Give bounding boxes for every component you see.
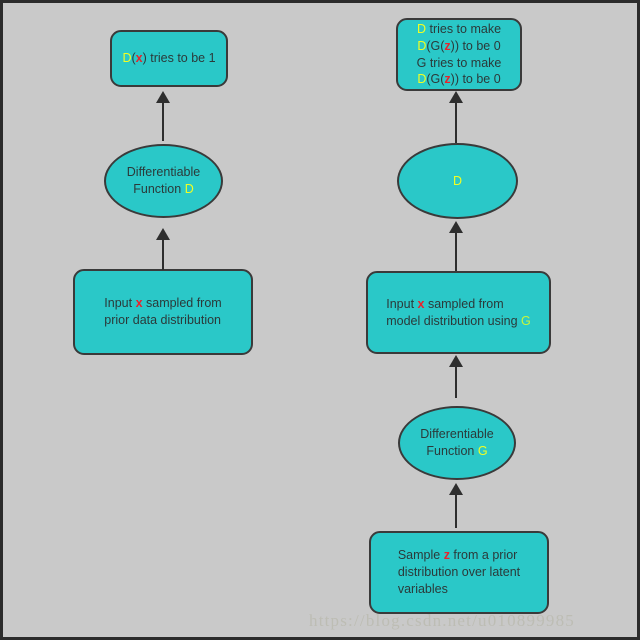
arrow-shaft — [455, 100, 457, 143]
arrow-head-icon — [156, 228, 170, 240]
arrow-left-function-to-goal — [156, 91, 170, 141]
arrow-right-sample-to-generator — [449, 483, 463, 528]
arrow-right-input-to-discriminator — [449, 221, 463, 271]
arrow-shaft — [455, 230, 457, 271]
arrow-shaft — [455, 492, 457, 528]
left-goal-box: D(x) tries to be 1 — [110, 30, 228, 87]
arrow-head-icon — [449, 355, 463, 367]
arrow-shaft — [162, 237, 164, 270]
watermark: https://blog.csdn.net/u010899985 — [309, 611, 576, 630]
arrow-head-icon — [156, 91, 170, 103]
arrow-left-input-to-function — [156, 228, 170, 270]
arrow-right-discriminator-to-goal — [449, 91, 463, 143]
arrow-shaft — [455, 364, 457, 398]
arrow-head-icon — [449, 483, 463, 495]
arrow-head-icon — [449, 221, 463, 233]
arrow-shaft — [162, 100, 164, 141]
arrow-head-icon — [449, 91, 463, 103]
discriminator-ellipse: D — [397, 143, 518, 219]
discriminator-label: D — [452, 173, 463, 188]
left-goal-box-text: D(x) tries to be 1 — [122, 51, 216, 66]
arrow-right-generator-to-input — [449, 355, 463, 398]
